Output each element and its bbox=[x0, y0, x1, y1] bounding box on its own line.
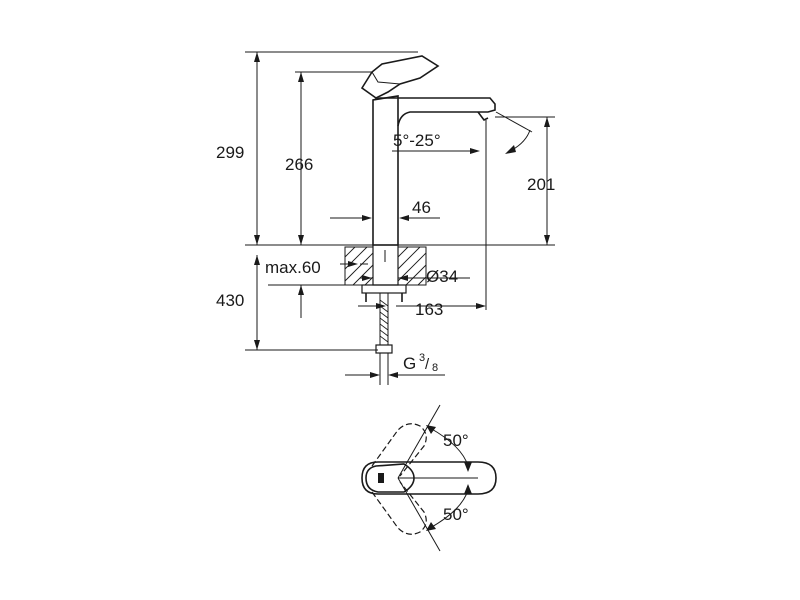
lever-angle-bottom-label: 50° bbox=[443, 505, 469, 524]
top-lever-head bbox=[365, 463, 415, 493]
top-view: 50° 50° bbox=[361, 404, 497, 552]
dimension-max-deck: max.60 bbox=[265, 258, 368, 286]
dimension-spout-height: 201 bbox=[495, 116, 555, 245]
connection-thread-slash: / bbox=[425, 356, 430, 373]
dimension-body-width: 46 bbox=[330, 198, 440, 221]
top-lever-body bbox=[361, 461, 497, 495]
deck-section bbox=[344, 244, 427, 302]
dim-34-label: Ø34 bbox=[426, 267, 458, 286]
dim-163-label: 163 bbox=[415, 300, 443, 319]
dim-46-label: 46 bbox=[412, 198, 431, 217]
dimension-hole-diameter: Ø34 bbox=[360, 267, 470, 286]
dimension-body-height: 266 bbox=[285, 71, 372, 245]
connection-thread-numerator: 3 bbox=[419, 352, 425, 364]
lever-detail bbox=[371, 71, 401, 85]
top-lever-rotated-down bbox=[371, 481, 427, 535]
dimension-connection-thread: G 3 / 8 bbox=[345, 352, 445, 378]
dimension-reach: 163 bbox=[358, 300, 486, 319]
dim-430-label: 430 bbox=[216, 291, 244, 310]
dim-201-label: 201 bbox=[527, 175, 555, 194]
top-lever-rotated-up bbox=[371, 423, 427, 477]
dimension-spout-angle: 5°-25° bbox=[392, 111, 533, 310]
supply-hose bbox=[375, 293, 393, 385]
side-elevation: 299 266 201 5°-25° bbox=[216, 51, 555, 385]
spout-aerator bbox=[477, 111, 489, 122]
connection-thread-denominator: 8 bbox=[432, 362, 438, 374]
dim-angle-label: 5°-25° bbox=[393, 131, 441, 150]
connection-thread-prefix: G bbox=[403, 354, 416, 373]
faucet-spout bbox=[372, 97, 496, 127]
dim-266-label: 266 bbox=[285, 155, 313, 174]
dim-max60-label: max.60 bbox=[265, 258, 321, 277]
lever-angle-top-label: 50° bbox=[443, 431, 469, 450]
faucet-body bbox=[372, 95, 399, 246]
faucet-lever bbox=[360, 55, 440, 99]
dimension-below-deck: 430 bbox=[216, 255, 378, 351]
dimension-total-height: 299 bbox=[216, 51, 418, 245]
top-lever-marker bbox=[378, 473, 384, 483]
dim-299-label: 299 bbox=[216, 143, 244, 162]
